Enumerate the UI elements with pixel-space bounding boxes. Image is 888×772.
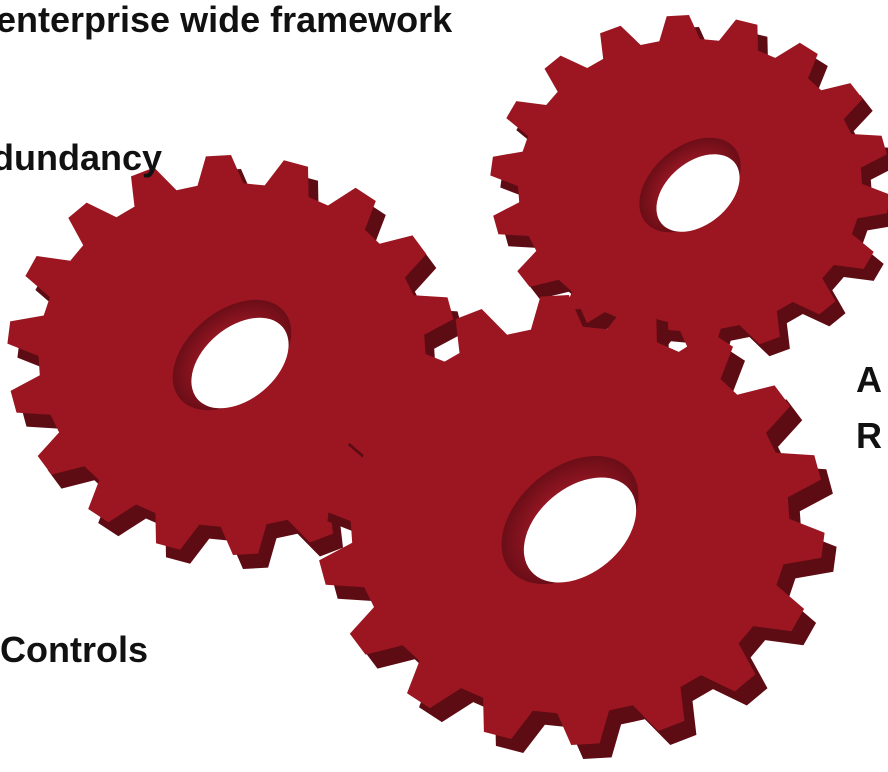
framework-label: enterprise wide framework xyxy=(0,0,453,40)
top-right-gear-icon xyxy=(490,15,888,367)
top-right-gear-hole xyxy=(656,154,740,232)
bottom-center-gear-icon xyxy=(315,295,837,759)
redundancy-label: dundancy xyxy=(0,137,163,178)
bottom-center-gear-hole xyxy=(523,477,637,583)
left-gear-icon xyxy=(7,155,467,569)
right-label-a: A xyxy=(856,359,882,400)
left-gear-hole xyxy=(191,317,289,409)
controls-label: Controls xyxy=(0,629,148,670)
right-label-r: R xyxy=(856,415,882,456)
